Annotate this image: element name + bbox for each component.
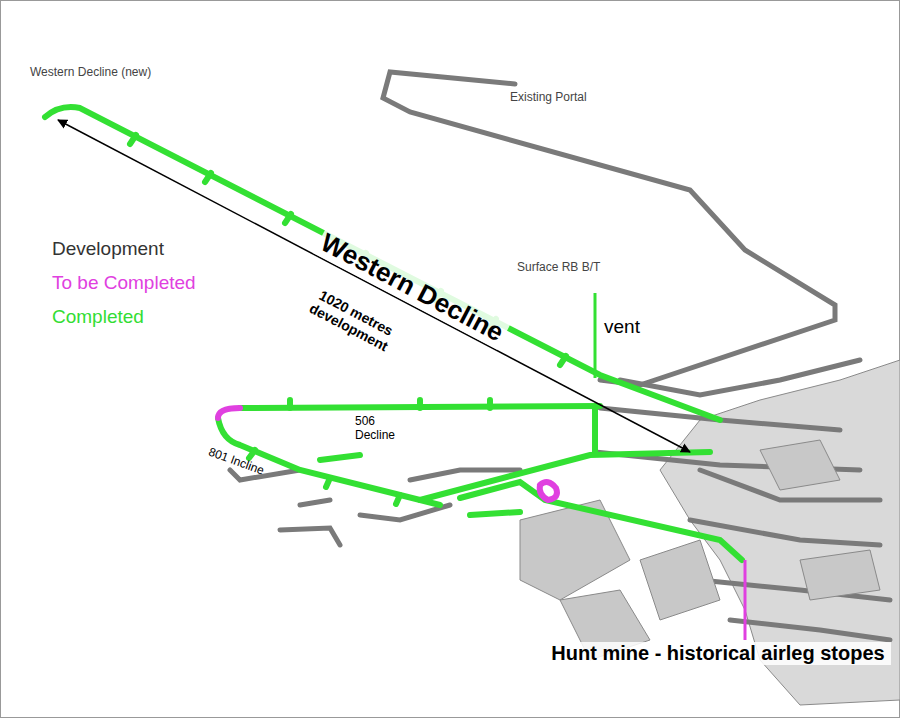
vent-raise — [594, 293, 597, 378]
legend-heading: Development — [52, 238, 164, 260]
tunnel-label: Western Decline (new) — [30, 66, 151, 80]
raise-label: Surface RB B/T — [517, 261, 600, 275]
legend-entry: Completed — [52, 306, 144, 328]
tunnel-label: Existing Portal — [510, 91, 587, 105]
completed-development — [45, 107, 742, 560]
legend-entry: To be Completed — [52, 272, 196, 294]
to-be-completed — [218, 408, 557, 500]
area-label: Hunt mine - historical airleg stopes — [545, 642, 891, 665]
vent-label: vent — [604, 316, 640, 338]
stope-blocks — [520, 440, 880, 660]
length-label: 1020 metres development — [302, 284, 401, 357]
tunnel-label: 506 Decline — [355, 415, 415, 443]
to-be-completed-raise — [744, 560, 747, 640]
